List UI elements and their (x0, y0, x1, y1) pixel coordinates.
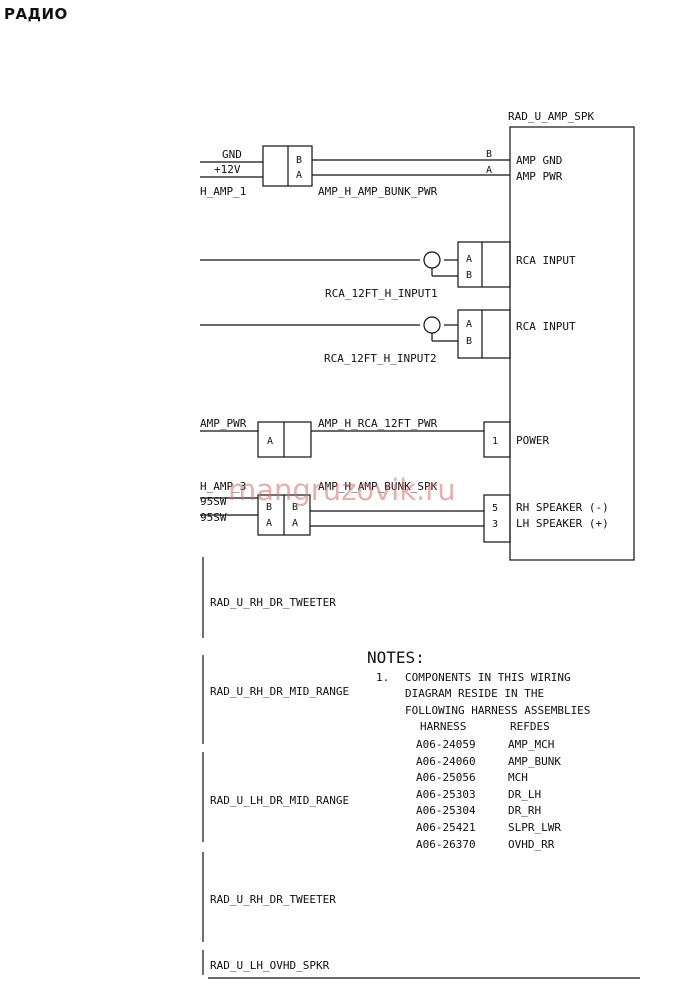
refdes-cell: AMP_BUNK (508, 755, 561, 768)
refdes-cell: OVHD_RR (508, 838, 555, 851)
refdes-cell: DR_RH (508, 804, 541, 817)
pin-letter: B (466, 336, 472, 347)
connector-label: AMP_H_RCA_12FT_PWR (318, 417, 438, 430)
note-number: 1. (376, 671, 389, 684)
pin-letter: A (267, 436, 273, 447)
pin-number-power: 1 (492, 436, 498, 447)
rca-input1-label: RCA INPUT (516, 254, 576, 267)
harness-cell: A06-24059 (416, 738, 476, 751)
pin-letter: B (466, 270, 472, 281)
connector-label: RCA_12FT_H_INPUT1 (325, 287, 438, 300)
page-title: РАДИО (4, 5, 68, 23)
rh-speaker-label: RH SPEAKER (-) (516, 501, 609, 514)
lh-speaker-label: LH SPEAKER (+) (516, 517, 609, 530)
note-line: DIAGRAM RESIDE IN THE (405, 687, 544, 700)
harness-cell: A06-25303 (416, 788, 476, 801)
amp-pin-block-power (483, 421, 511, 458)
h-amp-1-label: H_AMP_1 (200, 185, 246, 198)
notes-heading: NOTES: (367, 648, 425, 667)
notes-col-harness: HARNESS (420, 720, 466, 733)
power-label: POWER (516, 434, 549, 447)
pin-letter: A (466, 254, 472, 265)
amp-name: RAD_U_AMP_SPK (508, 110, 594, 123)
notes-table: A06-24059 AMP_MCH A06-24060 AMP_BUNK A06… (416, 738, 561, 851)
harness-cell: A06-25421 (416, 821, 476, 834)
speaker-label: RAD_U_LH_DR_MID_RANGE (210, 794, 349, 807)
pin-letter: A (466, 319, 472, 330)
amp-gnd-label: AMP GND (516, 154, 562, 167)
rca-input2-connector (457, 309, 511, 359)
pin-letter: A (266, 518, 272, 529)
harness-cell: A06-25304 (416, 804, 476, 817)
h-amp-3-label: H_AMP_3 (200, 480, 246, 493)
rca-input1-connector (457, 241, 511, 288)
pin-letter: B (266, 502, 272, 513)
pin-letter: A (292, 518, 298, 529)
refdes-cell: MCH (508, 771, 528, 784)
note-line: FOLLOWING HARNESS ASSEMBLIES (405, 704, 590, 717)
switch-label: 95SW (200, 511, 227, 524)
switch-label: 95SW (200, 495, 227, 508)
speaker-label: RAD_U_RH_DR_TWEETER (210, 596, 336, 609)
watermark: mangruzovik.ru (228, 473, 456, 507)
rca-input2-label: RCA INPUT (516, 320, 576, 333)
amp-pwr-label: AMP PWR (516, 170, 563, 183)
v12-wire-label: +12V (214, 163, 241, 176)
pin-number-rh: 5 (492, 503, 498, 514)
pin-letter: B (292, 502, 298, 513)
speaker-label: RAD_U_RH_DR_TWEETER (210, 893, 336, 906)
connector-label: RCA_12FT_H_INPUT2 (324, 352, 437, 365)
amp-box (509, 126, 635, 561)
refdes-cell: DR_LH (508, 788, 541, 801)
amp-pin-block-speaker (483, 494, 511, 543)
connector-label: AMP_H_AMP_BUNK_PWR (318, 185, 438, 198)
speaker-label: RAD_U_RH_DR_MID_RANGE (210, 685, 349, 698)
pin-letter: B (296, 155, 302, 166)
gnd-wire-label: GND (222, 148, 242, 161)
pin-letter: A (486, 165, 492, 176)
refdes-cell: AMP_MCH (508, 738, 554, 751)
pin-number-lh: 3 (492, 519, 498, 530)
harness-cell: A06-24060 (416, 755, 476, 768)
harness-cell: A06-25056 (416, 771, 476, 784)
refdes-cell: SLPR_LWR (508, 821, 561, 834)
pin-letter: B (486, 149, 492, 160)
amp-pwr-wire-label: AMP_PWR (200, 417, 247, 430)
harness-cell: A06-26370 (416, 838, 476, 851)
speaker-label: RAD_U_LH_OVHD_SPKR (210, 959, 330, 972)
pin-letter: A (296, 170, 302, 181)
note-line: COMPONENTS IN THIS WIRING (405, 671, 571, 684)
notes-col-refdes: REFDES (510, 720, 550, 733)
connector-label: AMP_H_AMP_BUNK_SPK (318, 480, 438, 493)
